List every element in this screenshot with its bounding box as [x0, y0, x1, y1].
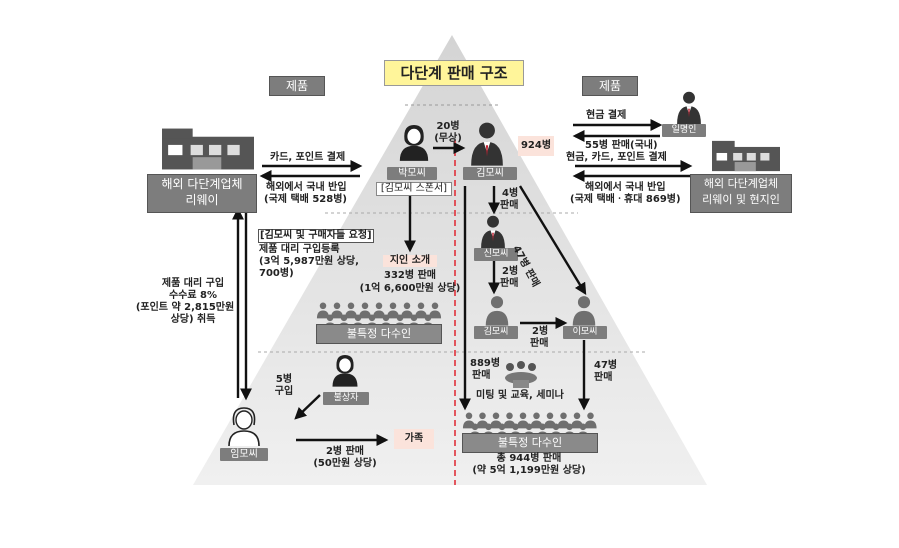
meeting-icon [505, 361, 537, 388]
kim2-tag: 김모씨 [474, 326, 518, 339]
left-company-building-icon [162, 128, 254, 170]
shin-tag: 신모씨 [474, 248, 518, 261]
left-company-sub: 리웨이 [185, 193, 219, 207]
park-role: [김모씨 스폰서] [376, 182, 452, 196]
left-company-box: 해외 다단계업체 리웨이 [147, 174, 257, 213]
sold-4-label: 판매 [500, 200, 519, 211]
kim-total-badge: 924병 [518, 136, 554, 156]
request-note-line2: 제품 대리 구입등록 [259, 244, 340, 255]
request-note-title: [김모씨 및 구매자들 요청] [258, 229, 374, 243]
right-payment-label: 현금, 카드, 포인트 결제 [566, 152, 667, 163]
commission-line1: 제품 대리 구입 [161, 278, 225, 289]
im-sale-amount: (50만원 상당) [313, 458, 377, 469]
sold-2-lee-count: 2병 [532, 326, 549, 337]
right-company-box: 해외 다단계업체 리웨이 및 현지인 [690, 174, 792, 213]
free-20-count: 20병 [436, 121, 460, 132]
commission-line2: 수수료 8% [168, 290, 218, 301]
sold-2-label: 판매 [500, 278, 519, 289]
im-sale-count: 2병 판매 [325, 446, 365, 457]
right-company-name: 해외 다단계업체 [703, 177, 779, 190]
sold-2-lee-label: 판매 [530, 338, 549, 349]
free-20-note: (무상) [434, 133, 462, 144]
left-payment-label: 카드, 포인트 결제 [270, 152, 346, 163]
request-note-line3: (3억 5,987만원 상당, [259, 256, 359, 267]
sold-47-label: 판매 [594, 372, 613, 383]
crowd-right-total: 총 944병 판매 [496, 453, 562, 464]
crowd-left-tag: 불특정 다수인 [316, 324, 442, 344]
left-import-label: 해외에서 국내 반입 [266, 182, 347, 193]
unnamed-suit-icon [677, 91, 701, 124]
im-tag: 임모씨 [220, 448, 268, 461]
meeting-label: 미팅 및 교육, 세미나 [476, 390, 564, 401]
left-company-name: 해외 다단계업체 [161, 177, 243, 191]
crowd-right-tag: 불특정 다수인 [462, 433, 598, 453]
commission-line3: (포인트 약 2,815만원 [135, 302, 235, 313]
diagram-title: 다단계 판매 구조 [384, 60, 524, 86]
im-purchase-label: 구입 [274, 386, 294, 397]
product-tag-right: 제품 [582, 76, 638, 96]
arrow-kim-lee [518, 185, 587, 296]
product-tag-left: 제품 [269, 76, 325, 96]
acquaintance-sales: 332병 판매 [384, 270, 436, 281]
unknown-tag: 불상자 [323, 392, 369, 405]
lee-tag: 이모씨 [563, 326, 607, 339]
im-purchase-count: 5병 [275, 374, 293, 385]
right-import-count: (국제 택배ㆍ휴대 869병) [570, 194, 681, 205]
right-domestic-sale: 55병 판매(국내) [585, 140, 658, 151]
kim-tag: 김모씨 [463, 167, 517, 180]
crowd-right-amount: (약 5억 1,199만원 상당) [472, 465, 586, 476]
arrow-unknown-im [294, 394, 321, 420]
acquaintance-amount: (1억 6,600만원 상당) [359, 283, 461, 294]
sold-47-count: 47병 [594, 360, 618, 371]
left-import-count: (국제 택배 528병) [264, 194, 347, 205]
sold-889-count: 889병 [470, 358, 501, 369]
commission-line4: 상당) 취득 [170, 314, 216, 325]
request-note-line4: 700병) [259, 268, 294, 279]
right-cash-label: 현금 결제 [586, 110, 627, 121]
right-import-label: 해외에서 국내 반입 [585, 182, 666, 193]
right-company-building-icon [712, 140, 780, 172]
sold-4-count: 4병 [502, 188, 519, 199]
pyramid-shape [193, 35, 707, 485]
right-company-sub: 리웨이 및 현지인 [702, 193, 780, 206]
park-tag: 박모씨 [387, 167, 437, 180]
sold-889-label: 판매 [472, 370, 491, 381]
family-badge: 가족 [394, 429, 434, 449]
sold-2-count: 2병 [502, 266, 519, 277]
acquaintance-label: 지인 소개 [383, 255, 437, 267]
unnamed-tag: 일명인 [662, 124, 706, 137]
